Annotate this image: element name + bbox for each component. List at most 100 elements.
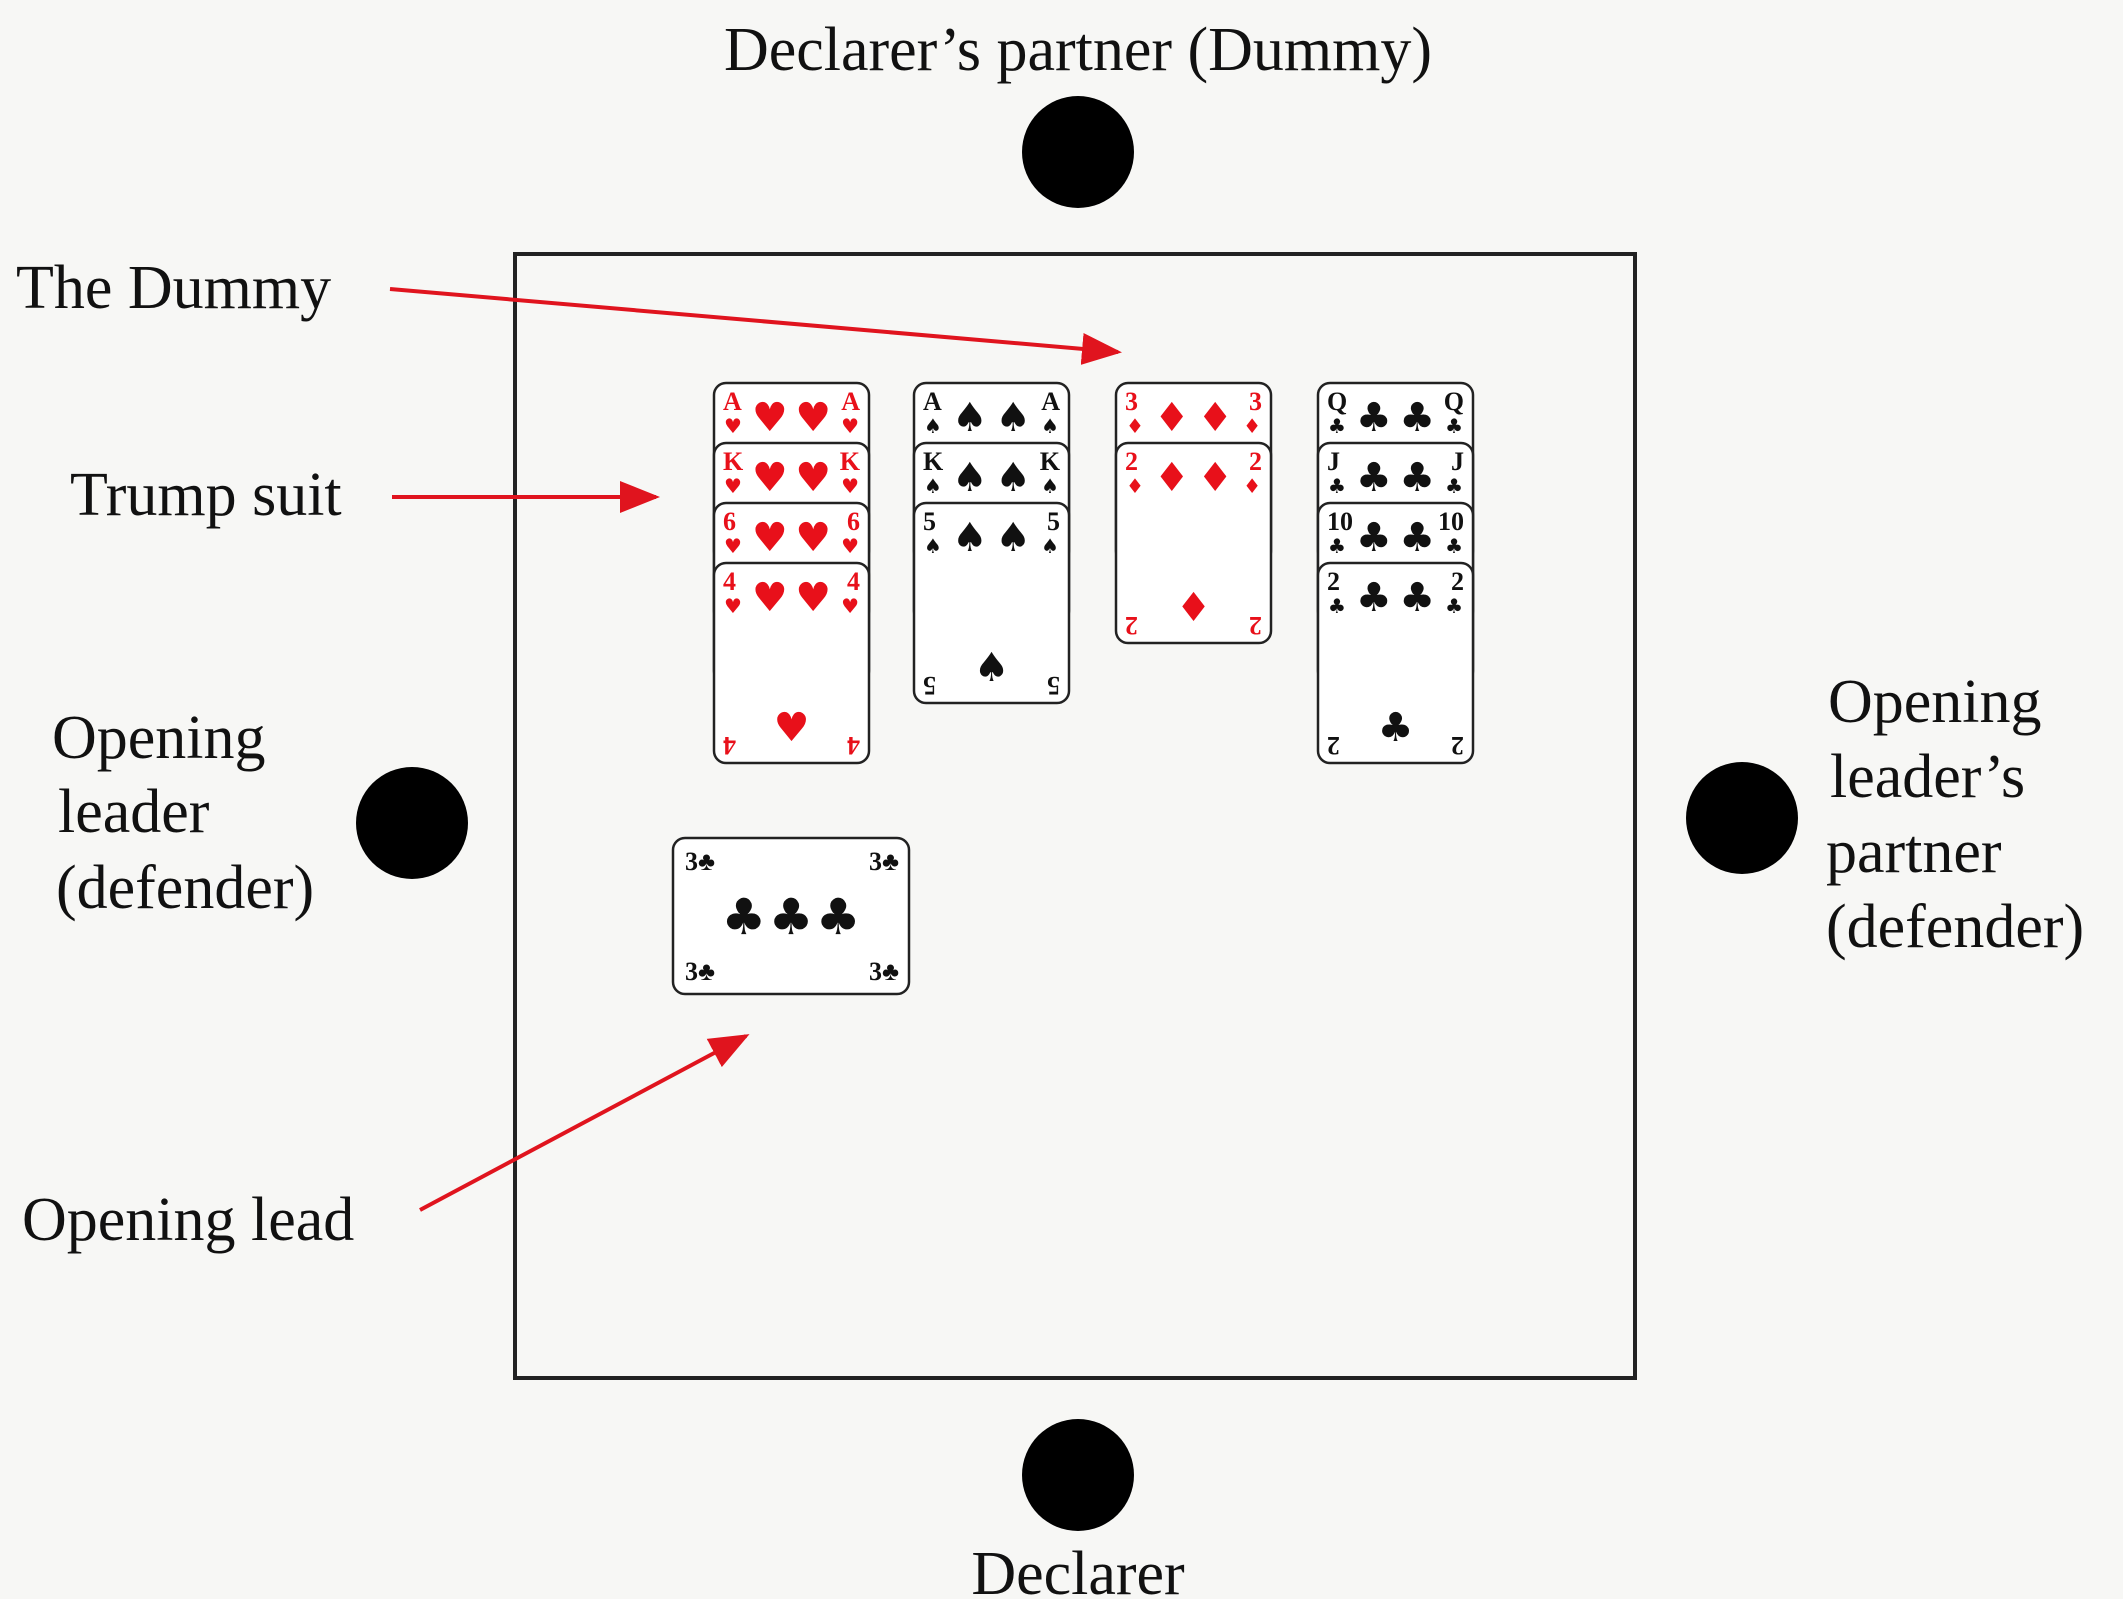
- card-suit-index-icon: ♣: [1445, 414, 1463, 438]
- card-suit-index-icon: ♣: [1445, 594, 1463, 618]
- card-pip-icon: ♥: [774, 705, 810, 751]
- card-rank-bottom-right: 4: [847, 731, 860, 760]
- dummy-suit-diamonds: 3♦3♦♦♦2♦2♦♦♦♦22: [1114, 381, 1273, 645]
- card-suit-index-icon: ♠: [1041, 474, 1059, 498]
- card-suit-index-icon: ♥: [724, 414, 742, 438]
- card-suit-index-icon: ♥: [841, 534, 859, 558]
- card-pip-icon: ♥: [795, 455, 831, 501]
- bridge-table: [513, 252, 1637, 1380]
- card-pip-icon: ♠: [995, 515, 1031, 561]
- card-rank-top-left: A: [723, 387, 742, 416]
- card-rank-top-right: 4: [847, 567, 860, 596]
- card-face: [712, 561, 871, 765]
- dummy-suit-spades: A♠A♠♠♠K♠K♠♠♠5♠5♠♠♠♠55: [912, 381, 1071, 705]
- card-pip-icon: ♠: [952, 395, 988, 441]
- card-pip-icon: ♥: [752, 575, 788, 621]
- card-pip-icon: ♥: [752, 515, 788, 561]
- card-pip-icon: ♠: [995, 455, 1031, 501]
- card-suit-index-icon: ♣: [1445, 474, 1463, 498]
- card-suit-index-icon: ♥: [841, 414, 859, 438]
- card-rank-bottom-left: 2: [1327, 731, 1340, 760]
- label-leader-partner: Opening leader’s partner (defender): [1826, 668, 2084, 961]
- card-pip-icon: ♣: [1399, 575, 1435, 621]
- card-suit-index-icon: ♣: [1328, 594, 1346, 618]
- card-rank-top-left: 6: [723, 507, 736, 536]
- label-leader-partner-line-2: leader’s: [1830, 743, 2025, 811]
- card-pip-icon: ♦: [1154, 455, 1190, 501]
- card-pip-icon: ♣: [1378, 705, 1414, 751]
- label-trump-suit: Trump suit: [70, 461, 342, 529]
- card-pip-icon: ♠: [952, 455, 988, 501]
- card-pip-icon: ♣: [721, 888, 766, 946]
- label-declarer: Declarer: [971, 1540, 1185, 1599]
- card-rank-top-right: A: [1041, 387, 1060, 416]
- card-rank-top-right: 6: [847, 507, 860, 536]
- card-rank-top-left: 3: [1125, 387, 1138, 416]
- label-dummy-seat: Declarer’s partner (Dummy): [724, 16, 1432, 84]
- card-face: [912, 501, 1071, 705]
- card-suit-index-icon: ♠: [924, 414, 942, 438]
- card-pip-icon: ♥: [795, 575, 831, 621]
- card-pip-icon: ♥: [795, 395, 831, 441]
- card-pip-icon: ♦: [1154, 395, 1190, 441]
- card-pip-icon: ♣: [1356, 455, 1392, 501]
- card-rank-top-right: Q: [1444, 387, 1464, 416]
- card-rank-top-right: 2: [1451, 567, 1464, 596]
- card-pip-icon: ♠: [995, 395, 1031, 441]
- label-opening-leader: Opening leader (defender): [52, 704, 314, 922]
- card-pip-icon: ♣: [1356, 515, 1392, 561]
- label-opening-leader-line-3: (defender): [56, 854, 314, 922]
- card-pip-icon: ♥: [752, 455, 788, 501]
- card-suit-index-icon: ♥: [724, 474, 742, 498]
- card-clubs-2: 2♣2♣♣♣♣22: [1316, 561, 1475, 765]
- card-suit-index-icon: ♦: [1126, 474, 1144, 498]
- card-suit-index-icon: ♣: [1328, 474, 1346, 498]
- card-rank-bottom-right: 2: [1249, 611, 1262, 640]
- label-opening-leader-line-1: Opening: [52, 704, 266, 772]
- card-suit-index-icon: ♦: [1243, 474, 1261, 498]
- label-the-dummy: The Dummy: [16, 254, 331, 322]
- card-rank-top-right: 3: [1249, 387, 1262, 416]
- dummy-hand: A♥A♥♥♥K♥K♥♥♥6♥6♥♥♥4♥4♥♥♥♥44A♠A♠♠♠K♠K♠♠♠5…: [712, 381, 1475, 765]
- card-pip-icon: ♣: [1399, 395, 1435, 441]
- card-rank-bottom-right: 5: [1047, 671, 1060, 700]
- card-spades-5: 5♠5♠♠♠♠55: [912, 501, 1071, 705]
- card-index: 3♣: [869, 847, 899, 876]
- card-rank-top-left: 2: [1125, 447, 1138, 476]
- seat-leader-partner-east: [1686, 762, 1798, 874]
- card-pip-icon: ♦: [1176, 585, 1212, 631]
- card-rank-top-left: A: [923, 387, 942, 416]
- card-pip-icon: ♥: [795, 515, 831, 561]
- card-rank-bottom-left: 4: [723, 731, 736, 760]
- card-suit-index-icon: ♠: [924, 534, 942, 558]
- card-rank-top-left: Q: [1327, 387, 1347, 416]
- card-suit-index-icon: ♥: [724, 594, 742, 618]
- card-suit-index-icon: ♠: [1041, 414, 1059, 438]
- card-rank-bottom-left: 2: [1125, 611, 1138, 640]
- card-face: [1316, 561, 1475, 765]
- card-pip-icon: ♣: [1399, 515, 1435, 561]
- card-rank-top-left: K: [723, 447, 744, 476]
- card-rank-top-left: 2: [1327, 567, 1340, 596]
- label-leader-partner-line-3: partner: [1826, 818, 2002, 886]
- seat-declarer-south: [1022, 1419, 1134, 1531]
- label-leader-partner-line-1: Opening: [1828, 668, 2042, 736]
- card-pip-icon: ♣: [816, 888, 861, 946]
- card-pip-icon: ♦: [1197, 395, 1233, 441]
- card-rank-top-right: 5: [1047, 507, 1060, 536]
- label-opening-leader-line-2: leader: [58, 778, 210, 846]
- arrow-opening-lead: [419, 1034, 750, 1212]
- card-rank-bottom-left: 5: [923, 671, 936, 700]
- card-suit-index-icon: ♣: [1328, 534, 1346, 558]
- card-pip-icon: ♥: [752, 395, 788, 441]
- card-rank-top-left: J: [1327, 447, 1340, 476]
- card-pip-icon: ♠: [952, 515, 988, 561]
- card-rank-top-right: 2: [1249, 447, 1262, 476]
- card-pip-icon: ♠: [974, 645, 1010, 691]
- card-pip-icon: ♣: [769, 888, 814, 946]
- card-face: [671, 836, 911, 996]
- card-pip-icon: ♣: [1399, 455, 1435, 501]
- seat-dummy-north: [1022, 96, 1134, 208]
- card-rank-top-left: 5: [923, 507, 936, 536]
